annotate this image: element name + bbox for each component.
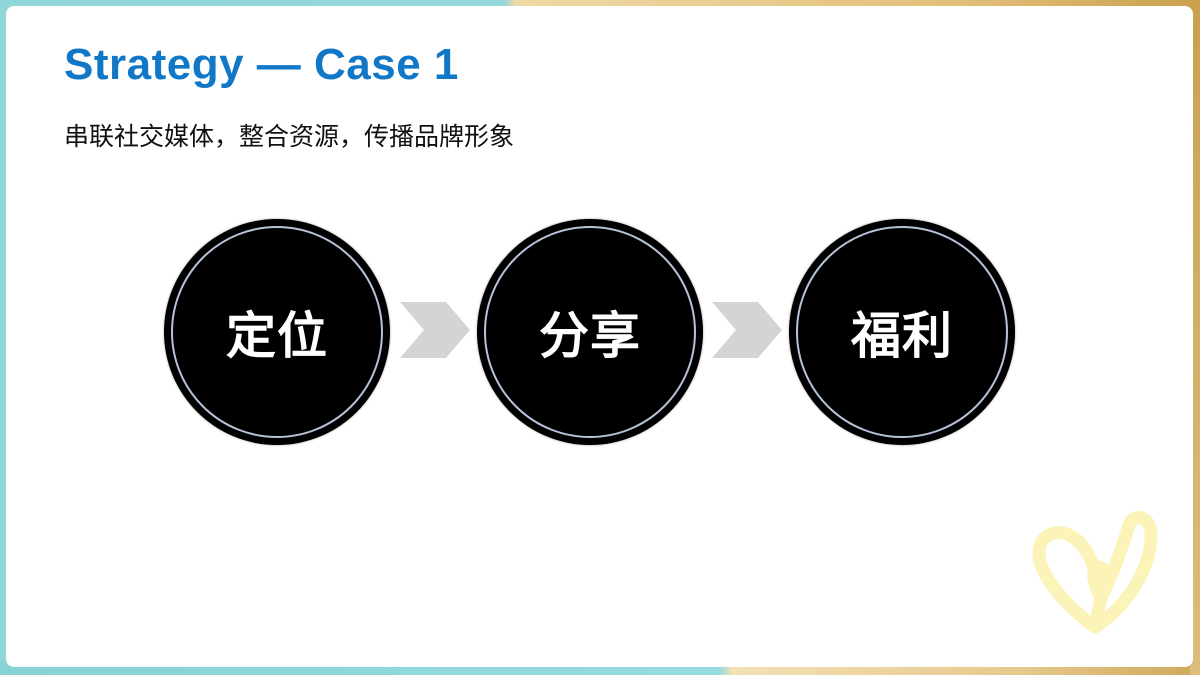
step-label: 福利 (851, 308, 953, 364)
chevron-right-icon (712, 302, 782, 358)
slide-frame-right (1190, 0, 1200, 675)
step-label: 分享 (539, 308, 641, 364)
step-circle-positioning: 定位 (164, 219, 390, 445)
slide-title: Strategy — Case 1 (64, 40, 459, 89)
chevron-right-icon (400, 302, 470, 358)
step-circle-sharing: 分享 (477, 219, 703, 445)
step-circle-benefits: 福利 (789, 219, 1015, 445)
heart-icon (1032, 511, 1158, 634)
step-label: 定位 (226, 308, 328, 364)
slide-subtitle: 串联社交媒体，整合资源，传播品牌形象 (64, 123, 515, 151)
